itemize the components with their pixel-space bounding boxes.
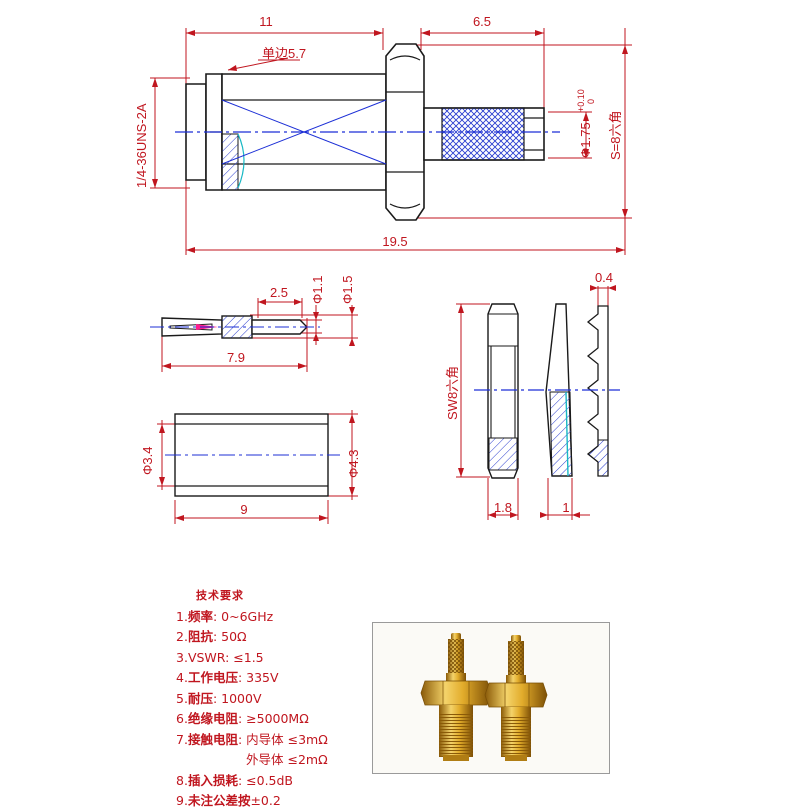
dim-pin-2-5: 2.5	[270, 285, 288, 300]
requirement-item: 7.接触电阻: 内导体 ≤3mΩ	[176, 731, 328, 747]
main-view: 11 6.5 19.5 单边5.7 1/4-36UNS-2A Φ1.75 +0.…	[134, 14, 632, 255]
dim-lock-0-4: 0.4	[595, 270, 613, 285]
dim-sleeve-9: 9	[240, 502, 247, 517]
dim-main-19-5: 19.5	[382, 234, 407, 249]
note-flat-5-7: 单边5.7	[262, 46, 306, 61]
requirement-item: 2.阻抗: 50Ω	[176, 629, 247, 644]
dim-pin-dia-1-1: Φ1.1	[310, 276, 325, 304]
nut-hex-label: SW8六角	[445, 366, 460, 420]
connector-photo-image	[420, 633, 548, 761]
dim-main-6-5: 6.5	[473, 14, 491, 29]
dim-pin-dia-1-5: Φ1.5	[340, 276, 355, 304]
product-photo	[372, 622, 610, 774]
connector-right	[484, 635, 548, 761]
requirement-item: 9.未注公差按±0.2	[176, 793, 281, 808]
dim-nut-1-8: 1.8	[494, 500, 512, 515]
dim-pin-tol-lower: 0	[586, 99, 596, 104]
dim-pin-tol-upper: +0.10	[576, 89, 586, 112]
requirement-item: 6.绝缘电阻: ≥5000MΩ	[176, 711, 309, 726]
dim-pin-diameter: Φ1.75	[578, 122, 593, 158]
requirement-item: 外导体 ≤2mΩ	[246, 752, 328, 767]
connector-left	[420, 633, 492, 761]
requirement-item: 1.频率: 0~6GHz	[176, 608, 274, 624]
requirement-item: 8.插入损耗: ≤0.5dB	[176, 772, 294, 788]
requirement-item: 3.VSWR: ≤1.5	[176, 649, 264, 665]
nut-washer-view: SW8六角 1.8 1 0.4	[445, 270, 620, 520]
dim-pin-7-9: 7.9	[227, 350, 245, 365]
dim-sleeve-3-4: Φ3.4	[140, 447, 155, 475]
pin-view: 2.5 Φ1.1 Φ1.5 7.9	[150, 276, 358, 372]
requirements-title: 技术要求	[196, 589, 244, 602]
dim-washer-1: 1	[562, 500, 569, 515]
thread-label: 1/4-36UNS-2A	[134, 103, 149, 188]
dim-main-11: 11	[259, 14, 273, 29]
dim-sleeve-4-3: Φ4.3	[346, 450, 361, 478]
hex-size-label: S=8六角	[608, 111, 623, 161]
requirement-item: 5.耐压: 1000V	[176, 690, 262, 706]
technical-requirements: 技术要求 1.频率: 0~6GHz 2.阻抗: 50Ω 3.VSWR: ≤1.5…	[176, 586, 376, 812]
requirement-item: 4.工作电压: 335V	[176, 670, 279, 685]
sleeve-view: Φ3.4 Φ4.3 9	[140, 410, 361, 524]
